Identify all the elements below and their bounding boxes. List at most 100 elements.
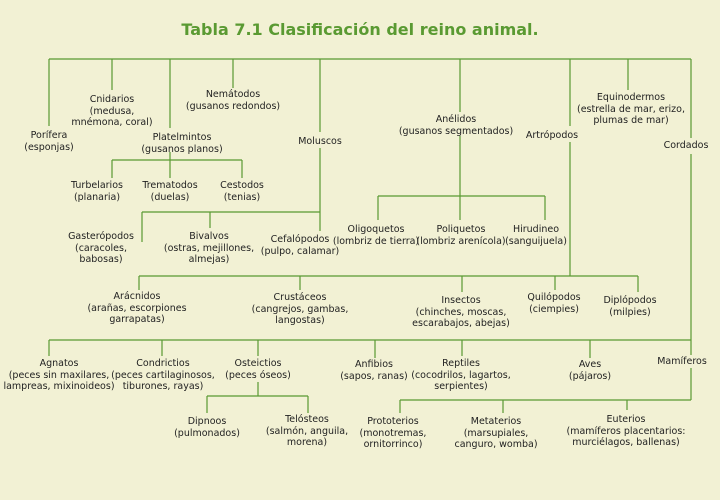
node-quilopodos: Quilópodos (ciempies) (527, 292, 580, 315)
node-aracnidos: Arácnidos (arañas, escorpiones garrapata… (87, 291, 186, 326)
node-name: Mamíferos (657, 356, 707, 367)
node-nematodos: Nemátodos (gusanos redondos) (186, 89, 280, 112)
node-desc: babosas) (79, 254, 123, 265)
node-condrictios: Condrictios (peces cartilaginosos, tibur… (111, 358, 215, 393)
node-name: Bivalvos (189, 231, 229, 242)
node-name: Cefalópodos (270, 234, 330, 245)
node-name: Gasterópodos (68, 231, 134, 242)
node-name: Reptiles (442, 358, 480, 369)
node-name: Crustáceos (273, 292, 327, 303)
node-name: Insectos (441, 295, 481, 306)
node-cestodos: Cestodos (tenias) (220, 180, 264, 203)
node-name: Cordados (663, 140, 709, 151)
node-artropodos: Artrópodos (526, 130, 578, 142)
node-name: Euterios (606, 414, 646, 425)
node-desc: canguro, womba) (454, 439, 538, 450)
node-name: Cestodos (220, 180, 264, 191)
node-name: Nemátodos (205, 89, 261, 100)
node-desc: plumas de mar) (593, 115, 669, 126)
node-desc: morena) (286, 437, 328, 448)
node-desc: (peces óseos) (225, 369, 291, 381)
node-desc: (cangrejos, gambas, (251, 303, 349, 315)
node-desc: (chinches, moscas, (415, 306, 507, 318)
node-desc: (ciempies) (529, 303, 579, 315)
node-desc: (gusanos redondos) (185, 100, 281, 112)
node-name: Diplópodos (603, 295, 657, 306)
node-diplopodos: Diplópodos (milpies) (603, 295, 656, 318)
node-desc: tiburones, rayas) (122, 381, 204, 392)
node-name: Osteictios (234, 358, 282, 369)
node-aves: Aves (pájaros) (569, 359, 611, 382)
node-desc: (pájaros) (568, 370, 612, 382)
node-desc: serpientes) (434, 381, 488, 392)
node-desc: (gusanos planos) (141, 143, 223, 155)
node-desc: (pulpo, calamar) (260, 245, 340, 257)
node-cefalopodos: Cefalópodos (pulpo, calamar) (261, 234, 339, 257)
node-name: Quilópodos (527, 292, 581, 303)
node-desc: mnémona, coral) (71, 117, 153, 128)
node-name: Equinodermos (596, 92, 666, 103)
node-desc: garrapatas) (109, 314, 165, 325)
node-desc: (tenias) (223, 191, 261, 203)
node-desc: (lombriz de tierra) (332, 235, 420, 247)
node-gasteropodos: Gasterópodos (caracoles, babosas) (68, 231, 134, 266)
node-moluscos: Moluscos (298, 136, 342, 148)
node-name: Dipnoos (187, 416, 227, 427)
node-desc: ornitorrinco) (363, 439, 423, 450)
node-desc: (marsupiales, (463, 427, 529, 439)
node-desc: murciélagos, ballenas) (572, 437, 680, 448)
node-desc: escarabajos, abejas) (412, 318, 510, 329)
node-name: Telósteos (285, 414, 329, 425)
node-agnatos: Agnatos (peces sin maxilares, lampreas, … (3, 358, 114, 393)
node-name: Poliquetos (436, 224, 486, 235)
node-euterios: Euterios (mamíferos placentarios: murcié… (567, 414, 686, 449)
node-name: Aves (578, 359, 602, 370)
node-desc: (pulmonados) (174, 427, 240, 439)
node-desc: lampreas, mixinoideos) (3, 381, 115, 392)
node-desc: (lombriz arenícola) (416, 235, 506, 247)
node-desc: (ostras, mejillones, (163, 242, 255, 254)
node-name: Agnatos (39, 358, 79, 369)
node-desc: (esponjas) (24, 141, 74, 153)
node-desc: (arañas, escorpiones (87, 302, 187, 314)
node-name: Porífera (30, 130, 68, 141)
node-cordados: Cordados (664, 140, 709, 152)
node-name: Metaterios (470, 416, 522, 427)
node-desc: langostas) (275, 315, 325, 326)
node-trematodos: Trematodos (duelas) (142, 180, 197, 203)
node-name: Artrópodos (525, 130, 579, 141)
node-desc: (sapos, ranas) (340, 370, 408, 382)
node-name: Arácnidos (113, 291, 161, 302)
diagram-title: Tabla 7.1 Clasificación del reino animal… (181, 20, 539, 39)
node-name: Moluscos (298, 136, 342, 147)
node-mamiferos: Mamíferos (657, 356, 707, 368)
node-name: Anfibios (355, 359, 393, 370)
node-desc: (planaria) (73, 191, 121, 203)
node-desc: (milpies) (609, 306, 651, 318)
node-metaterios: Metaterios (marsupiales, canguro, womba) (454, 416, 537, 451)
node-name: Oligoquetos (347, 224, 405, 235)
node-name: Cnidarios (89, 94, 135, 105)
node-desc: almejas) (188, 254, 230, 265)
node-desc: (medusa, (89, 105, 135, 117)
node-desc: (mamíferos placentarios: (566, 425, 686, 437)
node-dipnoos: Dipnoos (pulmonados) (174, 416, 240, 439)
node-oligoquetos: Oligoquetos (lombriz de tierra) (333, 224, 419, 247)
node-desc: (cocodrilos, lagartos, (411, 369, 511, 381)
node-name: Platelmintos (152, 132, 212, 143)
node-poliquetos: Poliquetos (lombriz arenícola) (416, 224, 505, 247)
node-name: Anélidos (435, 114, 477, 125)
node-porifera: Porífera (esponjas) (24, 130, 73, 153)
node-name: Prototerios (367, 416, 419, 427)
node-telosteos: Telósteos (salmón, anguila, morena) (266, 414, 348, 449)
node-equinodermos: Equinodermos (estrella de mar, erizo, pl… (577, 92, 685, 127)
node-desc: (gusanos segmentados) (398, 125, 514, 137)
node-name: Turbelarios (71, 180, 123, 191)
node-desc: (peces sin maxilares, (8, 369, 110, 381)
node-name: Hirudineo (512, 224, 560, 235)
node-anfibios: Anfibios (sapos, ranas) (340, 359, 408, 382)
node-hirudineo: Hirudineo (sanguijuela) (505, 224, 567, 247)
node-desc: (salmón, anguila, (265, 425, 349, 437)
node-reptiles: Reptiles (cocodrilos, lagartos, serpient… (411, 358, 511, 393)
